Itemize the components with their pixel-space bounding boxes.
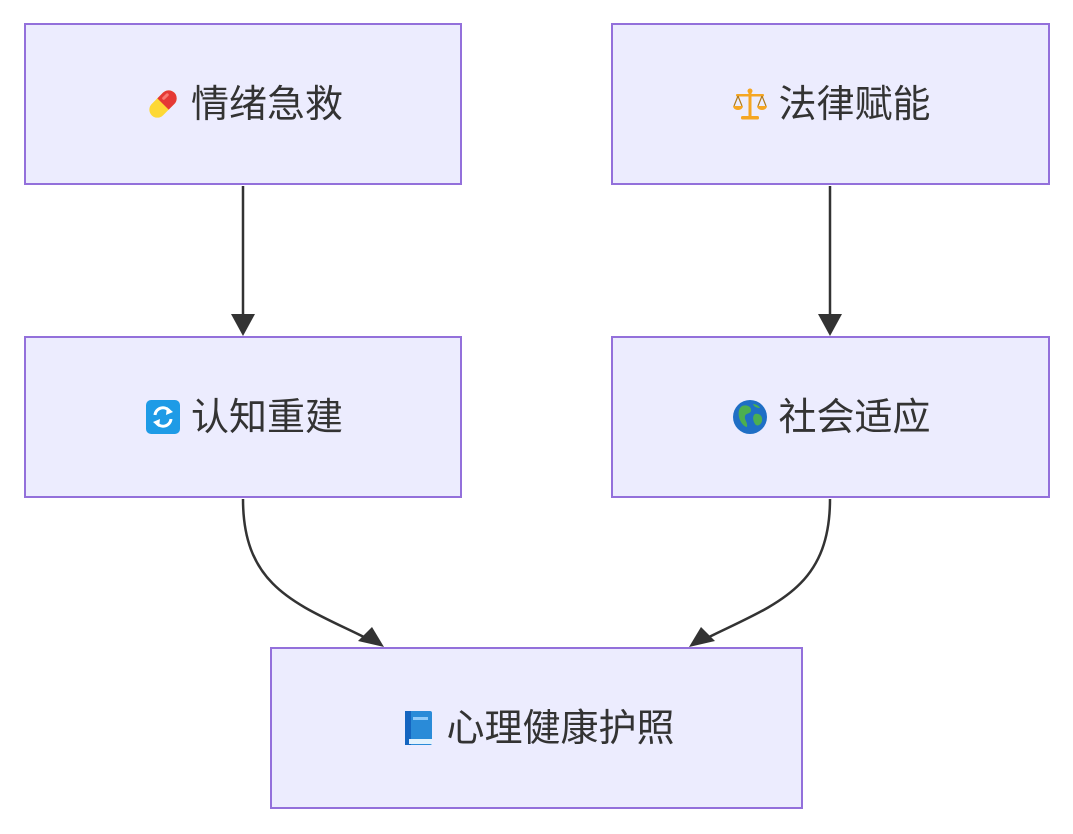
globe-icon xyxy=(730,397,770,437)
node-label: 法律赋能 xyxy=(778,82,931,126)
node-cognitive-reconstruction[interactable]: 认知重建 xyxy=(24,336,462,498)
arrowhead-passport-right xyxy=(689,627,715,647)
node-label: 认知重建 xyxy=(190,395,343,439)
balance-scale-icon xyxy=(730,84,770,124)
edge-cognitive-to-passport xyxy=(241,498,371,642)
pill-icon xyxy=(143,84,183,124)
arrowhead-passport-left xyxy=(358,627,384,647)
blue-book-icon xyxy=(398,708,438,748)
arrows-cycle-icon xyxy=(143,397,183,437)
node-label: 社会适应 xyxy=(778,395,931,439)
arrowhead-social xyxy=(818,314,842,336)
node-label: 心理健康护照 xyxy=(446,706,675,750)
arrowhead-cognitive xyxy=(231,314,255,336)
node-emotion-first-aid[interactable]: 情绪急救 xyxy=(24,23,462,185)
node-legal-empowerment[interactable]: 法律赋能 xyxy=(611,23,1050,185)
edge-social-to-passport xyxy=(702,498,832,642)
node-mental-health-passport[interactable]: 心理健康护照 xyxy=(270,647,803,809)
node-social-adaptation[interactable]: 社会适应 xyxy=(611,336,1050,498)
node-label: 情绪急救 xyxy=(190,82,343,126)
